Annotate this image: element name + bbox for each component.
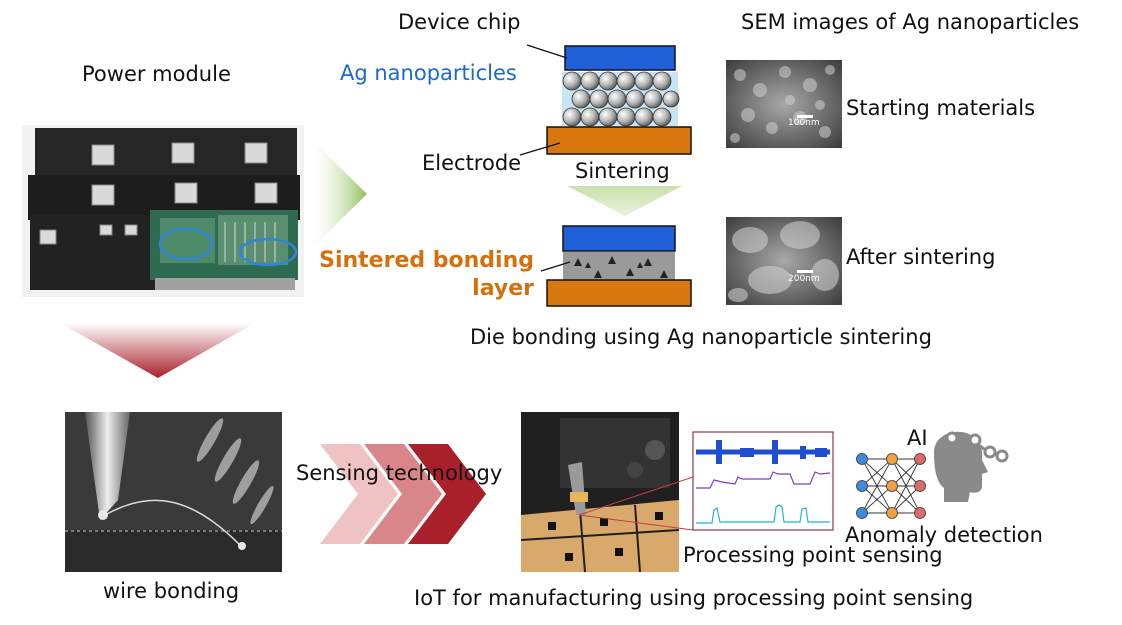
neural-network-icon [856,453,926,519]
device-chip-label: Device chip [398,10,521,34]
ai-head-icon [934,431,1009,502]
power-module-photo [22,125,304,297]
after-sintering-label: After sintering [846,245,996,269]
chip-stack-after [540,225,692,307]
sem-image-after [726,217,842,305]
red-down-arrow [60,323,255,378]
scale-bar-200nm: 200nm [788,274,820,284]
starting-materials-label: Starting materials [846,96,1036,120]
power-module-label: Power module [82,62,231,86]
wire-bonding-photo [65,412,282,572]
sensing-technology-label: Sensing technology [296,461,503,485]
anomaly-detection-label: Anomaly detection [845,523,1043,547]
chip-stack-before [519,44,692,156]
sensing-chevrons [320,444,486,544]
green-right-arrow [312,140,367,248]
wire-bonding-label: wire bonding [103,579,240,603]
processing-machine-photo [520,412,694,573]
sintered-bonding-layer-label: Sintered bonding layer [312,247,534,303]
iot-caption: IoT for manufacturing using processing p… [414,586,974,610]
processing-point-sensing-label: Processing point sensing [683,543,943,567]
sintered-line1: Sintered bonding [319,248,534,273]
die-bonding-caption: Die bonding using Ag nanoparticle sinter… [470,325,932,349]
sem-images-title: SEM images of Ag nanoparticles [741,10,1080,34]
sintering-label: Sintering [575,159,670,183]
electrode-label: Electrode [422,151,522,175]
ag-nanoparticles-label: Ag nanoparticles [340,61,517,85]
ai-label: AI [907,426,928,450]
sintering-arrow [567,186,682,216]
sintered-line2: layer [472,276,534,301]
sem-image-starting [726,60,842,148]
scale-bar-100nm: 100nm [788,118,820,128]
sensing-signal-chart [692,431,834,531]
